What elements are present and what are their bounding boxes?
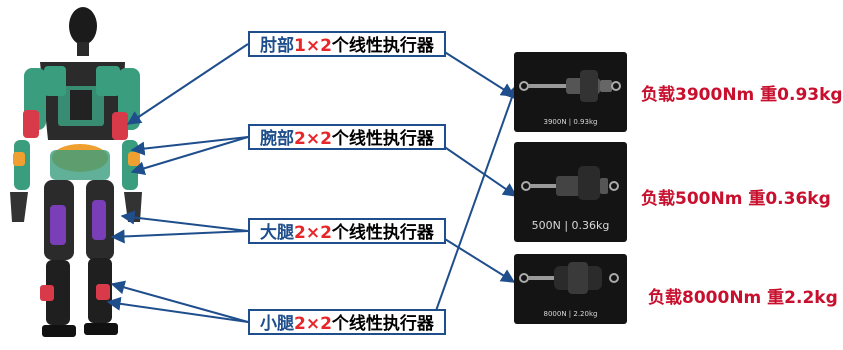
label-elbow-count: 1×2 [294, 36, 332, 56]
linear-actuator-icon [519, 70, 621, 102]
actuator-caption-500n: 500N | 0.36kg [531, 219, 610, 232]
label-wrist-count: 2×2 [294, 129, 332, 149]
arrow-thigh-to-robot-1 [120, 210, 249, 232]
label-elbow-part: 肘部 [260, 36, 294, 56]
linear-actuator-icon [519, 262, 619, 294]
arrow-shin-to-actuator [431, 84, 519, 323]
actuator-caption-3900n: 3900N | 0.93kg [543, 118, 598, 126]
spec-8000n: 负载8000Nm 重2.2kg [648, 288, 838, 308]
label-wrist-part: 腕部 [260, 129, 294, 149]
arrow-thigh-to-robot-2 [110, 229, 249, 244]
arrow-wrist-to-robot-1 [130, 136, 249, 156]
label-thigh: 大腿2×2个线性执行器 [248, 218, 446, 244]
arrow-shin-to-robot-1 [110, 280, 249, 323]
label-thigh-rest: 个线性执行器 [331, 223, 434, 243]
linear-actuator-icon [521, 166, 619, 200]
label-thigh-part: 大腿 [260, 223, 294, 243]
actuator-card-500n: 500N | 0.36kg [514, 142, 627, 242]
spec-500n: 负载500Nm 重0.36kg [641, 189, 831, 209]
arrow-elbow-to-robot [126, 43, 249, 125]
arrow-wrist-to-robot-2 [130, 136, 249, 176]
label-shin: 小腿2×2个线性执行器 [248, 309, 446, 335]
label-shin-rest: 个线性执行器 [331, 314, 434, 334]
label-shin-part: 小腿 [260, 314, 294, 334]
label-elbow: 肘部1×2个线性执行器 [248, 31, 446, 57]
actuator-caption-8000n: 8000N | 2.20kg [543, 310, 598, 318]
arrow-shin-to-robot-2 [106, 296, 249, 323]
label-thigh-count: 2×2 [294, 223, 332, 243]
label-shin-count: 2×2 [294, 314, 332, 334]
spec-3900n: 负载3900Nm 重0.93kg [641, 85, 843, 105]
label-wrist: 腕部2×2个线性执行器 [248, 124, 446, 150]
label-wrist-rest: 个线性执行器 [331, 129, 434, 149]
actuator-card-3900n: 3900N | 0.93kg [514, 52, 627, 132]
humanoid-robot-icon [10, 7, 142, 337]
actuator-card-8000n: 8000N | 2.20kg [514, 254, 627, 324]
label-elbow-rest: 个线性执行器 [331, 36, 434, 56]
